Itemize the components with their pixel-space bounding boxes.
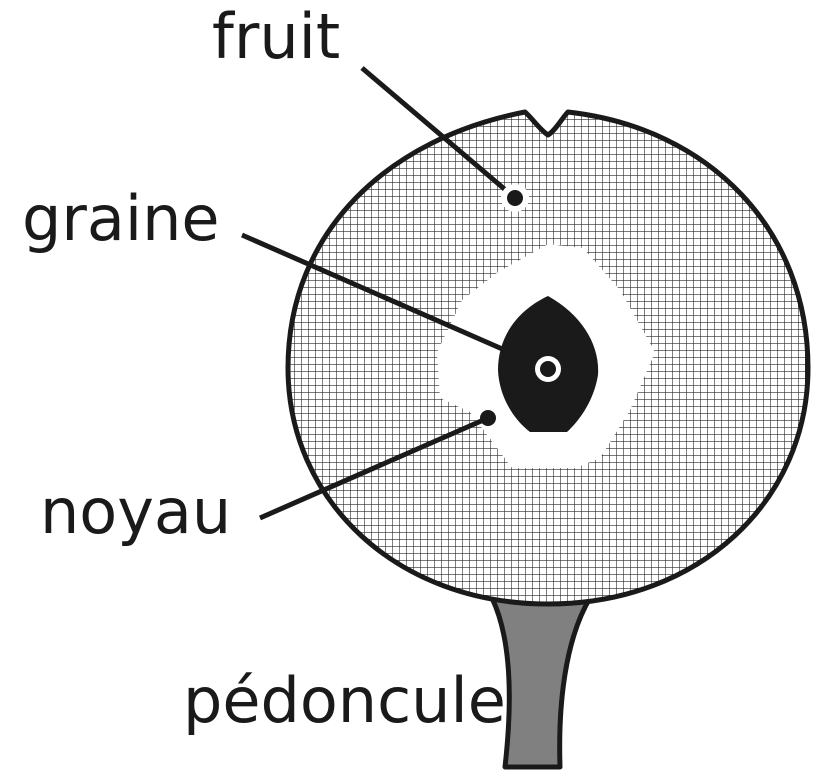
label-pedoncule: pédoncule <box>183 664 506 737</box>
fruit-marker-dot-inner <box>507 190 523 206</box>
graine-marker-dot-inner <box>540 361 556 377</box>
noyau-marker-dot <box>480 410 496 426</box>
stalk-pedoncule <box>492 598 590 767</box>
label-graine: graine <box>22 182 220 255</box>
label-noyau: noyau <box>40 475 231 548</box>
label-fruit: fruit <box>212 0 340 73</box>
